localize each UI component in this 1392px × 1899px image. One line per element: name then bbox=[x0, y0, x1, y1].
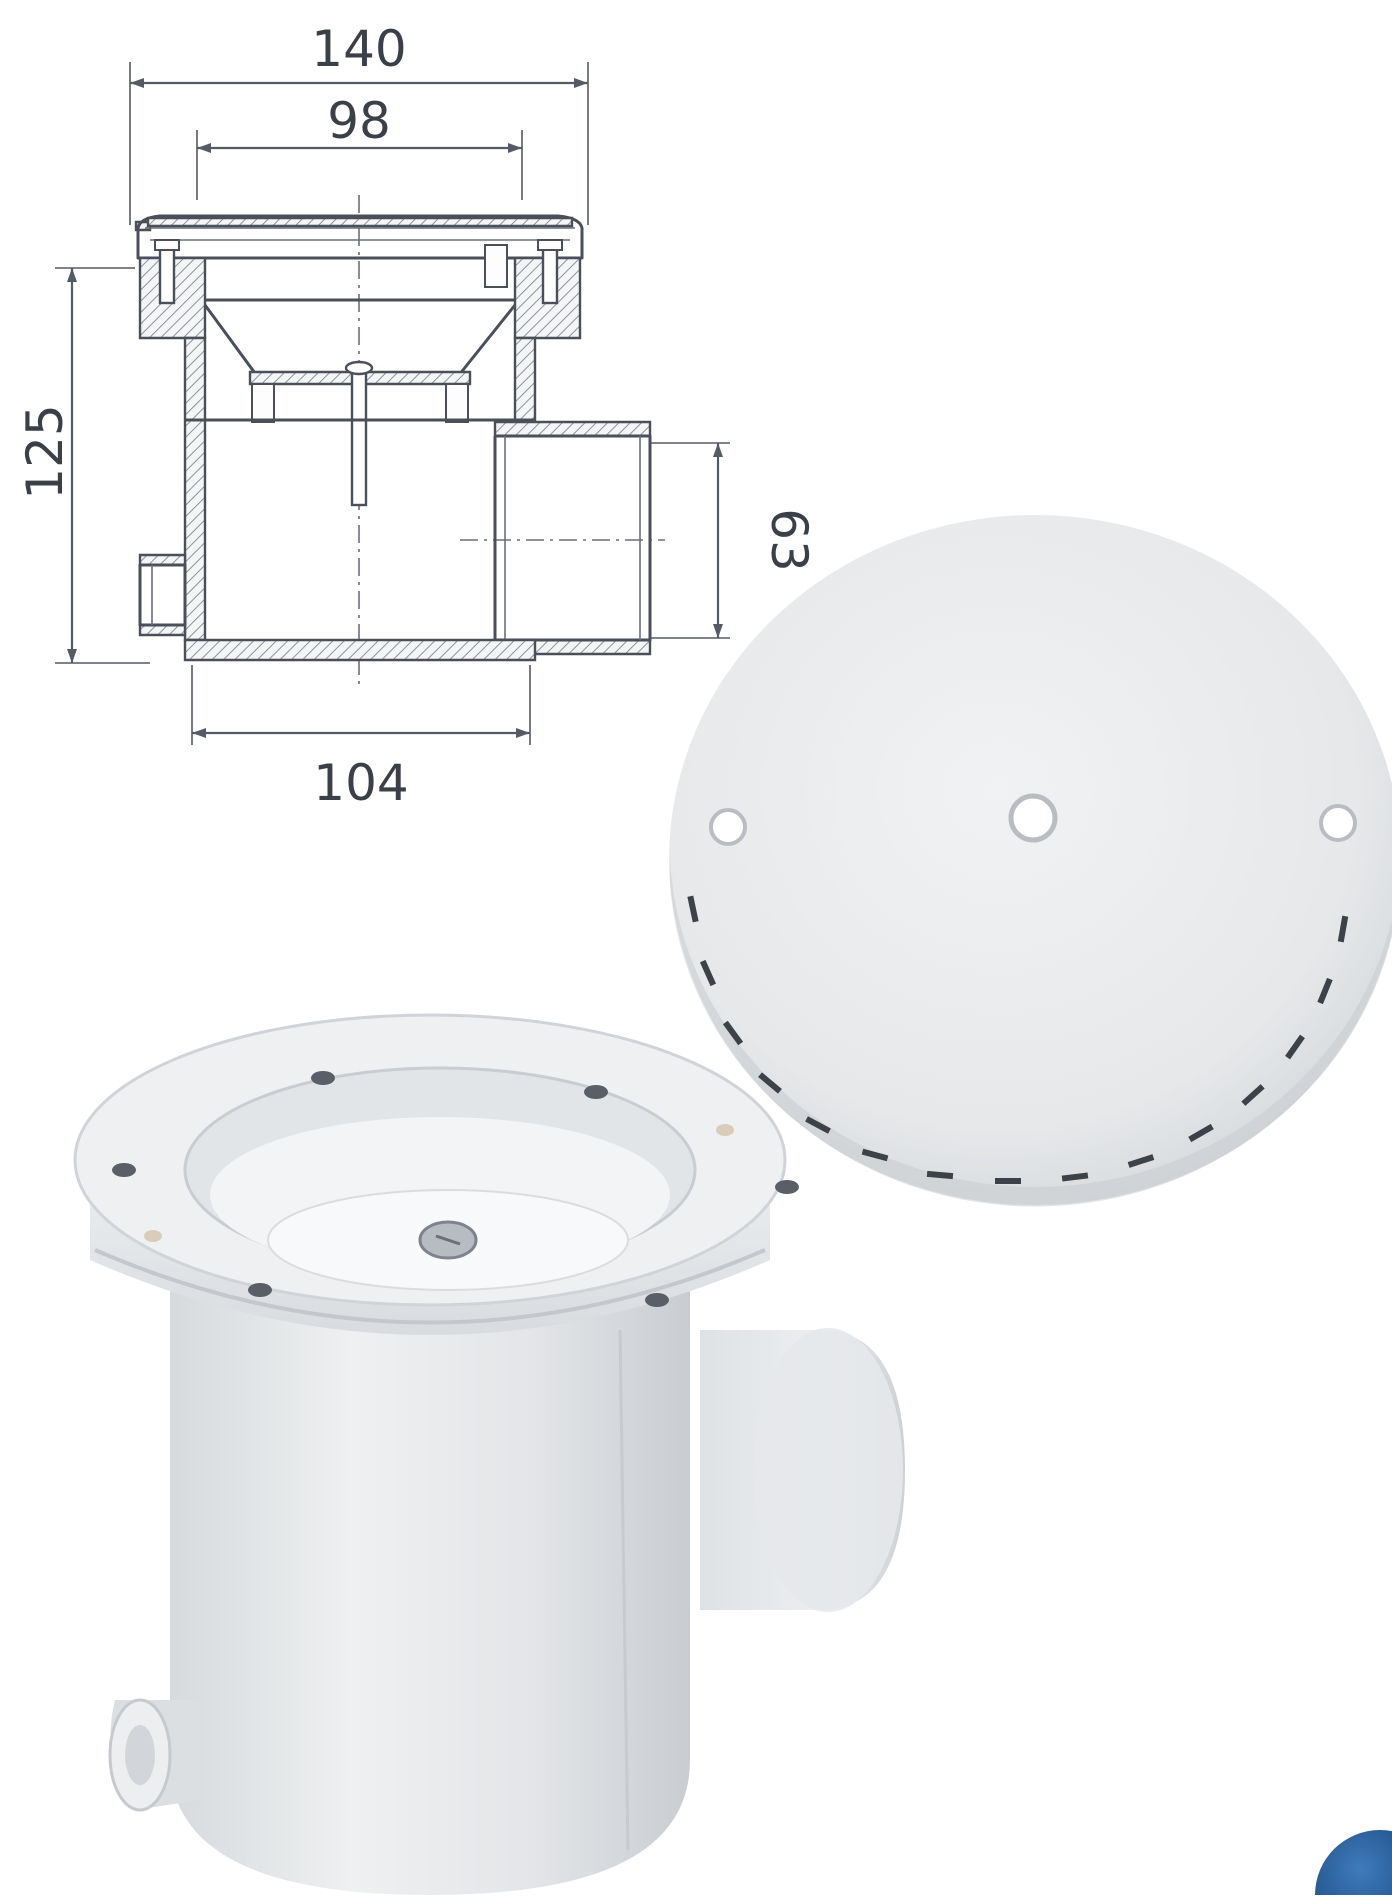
drain-body-photo bbox=[73, 1013, 905, 1895]
dimension-63-label: 63 bbox=[760, 508, 818, 572]
cover-slots bbox=[687, 895, 1349, 1184]
dimension-98-label: 98 bbox=[327, 92, 391, 150]
brand-badge bbox=[1315, 1830, 1392, 1899]
dimension-140-label: 140 bbox=[311, 20, 406, 78]
flange-screws bbox=[112, 1071, 799, 1307]
dimension-104: 104 bbox=[192, 728, 530, 812]
dimension-140: 140 bbox=[130, 20, 588, 88]
dimension-98: 98 bbox=[197, 92, 522, 153]
dimension-125: 125 bbox=[16, 268, 77, 663]
cover-plate-photo bbox=[669, 515, 1392, 1207]
dimension-104-label: 104 bbox=[313, 754, 408, 812]
dimension-125-label: 125 bbox=[16, 404, 74, 499]
dimension-63: 63 bbox=[713, 443, 818, 638]
technical-drawing: 140 98 125 63 104 bbox=[16, 20, 818, 812]
